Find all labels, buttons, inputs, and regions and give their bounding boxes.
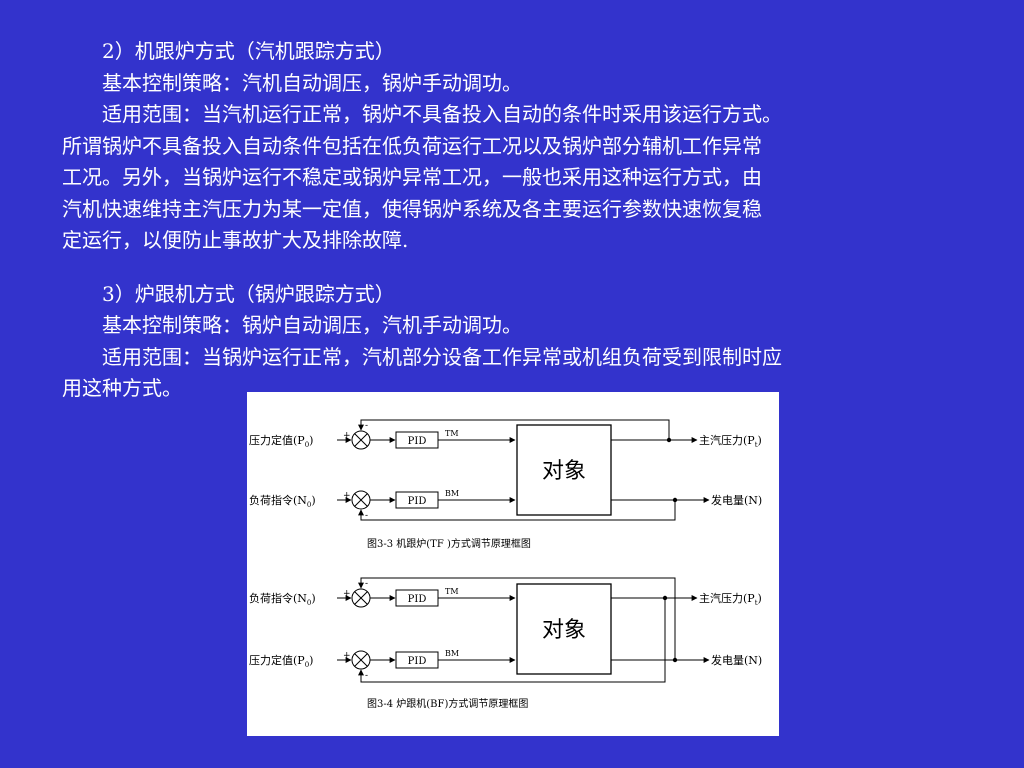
- fig3-3-pid-top-label: PID: [408, 436, 427, 447]
- section-2-strategy: 基本控制策略：汽机自动调压，锅炉手动调功。: [102, 70, 522, 95]
- slide-text: 2）机跟炉方式（汽机跟踪方式） 基本控制策略：汽机自动调压，锅炉手动调功。 适用…: [62, 36, 974, 405]
- figure-3-4: 负荷指令(N0) 压力定值(P0) + + - - PID PID TM BM …: [249, 577, 762, 710]
- section-2-scope-line: 适用范围：当汽机运行正常，锅炉不具备投入自动的条件时采用该运行方式。: [102, 102, 782, 126]
- fig3-4-minus-sign: -: [365, 671, 368, 681]
- section-3-heading: 3）炉跟机方式（锅炉跟踪方式）: [102, 281, 395, 306]
- fig3-4-pid-top-label: PID: [408, 594, 427, 605]
- fig3-4-plant-block: [516, 583, 612, 675]
- fig3-3-minus-sign: -: [365, 511, 368, 521]
- fig3-3-minus-sign: -: [365, 421, 368, 431]
- fig3-3-plus-sign: +: [343, 431, 351, 441]
- section-2-scope-line: 汽机快速维持主汽压力为某一定值，使得锅炉系统及各主要运行参数快速恢复稳: [62, 196, 762, 221]
- fig3-4-pid-bottom-label: PID: [408, 656, 427, 667]
- fig3-4-plus-sign: +: [343, 589, 351, 599]
- fig3-4-caption: 图3-4 炉跟机(BF)方式调节原理框图: [367, 697, 528, 710]
- fig3-3-output-top-label: 主汽压力(Pt): [699, 433, 762, 449]
- fig3-3-output-bottom-label: 发电量(N): [711, 493, 762, 507]
- section-2-scope-line: 定运行，以便防止事故扩大及排除故障.: [62, 228, 409, 252]
- section-2-scope-line: 工况。另外，当锅炉运行不稳定或锅炉异常工况，一般也采用这种运行方式，由: [62, 165, 762, 189]
- fig3-3-caption: 图3-3 机跟炉(TF )方式调节原理框图: [367, 537, 531, 550]
- section-3-strategy: 基本控制策略：锅炉自动调压，汽机手动调功。: [102, 313, 522, 337]
- fig3-3-input-top-label: 压力定值(P0): [249, 433, 313, 449]
- block-diagram-panel: 压力定值(P0) 负荷指令(N0) + + - - PID PID TM BM …: [247, 392, 779, 736]
- fig3-3-plant-label: 对象: [542, 459, 586, 484]
- fig3-4-output-top-label: 主汽压力(Pt): [699, 591, 762, 607]
- section-2-heading: 2）机跟炉方式（汽机跟踪方式）: [102, 39, 395, 63]
- fig3-3-summing-junction-bottom: [351, 490, 371, 510]
- section-2-scope-line: 所谓锅炉不具备投入自动条件包括在低负荷运行工况以及锅炉部分辅机工作异常: [62, 133, 762, 158]
- fig3-3-plant-block: [516, 424, 612, 516]
- section-3-scope-line: 用这种方式。: [62, 376, 182, 400]
- fig3-4-plant-label: 对象: [542, 618, 586, 643]
- fig3-4-input-top-label: 负荷指令(N0): [249, 591, 316, 607]
- fig3-4-summing-junction-bottom: [351, 650, 371, 670]
- fig3-4-input-bottom-label: 压力定值(P0): [249, 653, 313, 669]
- section-3-scope-line: 适用范围：当锅炉运行正常，汽机部分设备工作异常或机组负荷受到限制时应: [102, 344, 782, 369]
- fig3-3-bm-label: BM: [445, 489, 459, 498]
- fig3-4-summing-junction-top: [351, 588, 371, 608]
- fig3-3-plus-sign: +: [343, 491, 351, 501]
- fig3-4-plus-sign: +: [343, 651, 351, 661]
- fig3-3-tm-label: TM: [445, 429, 459, 438]
- fig3-4-bm-label: BM: [445, 649, 459, 658]
- fig3-3-pid-bottom-label: PID: [408, 496, 427, 507]
- fig3-4-minus-sign: -: [365, 579, 368, 589]
- fig3-4-output-bottom-label: 发电量(N): [711, 653, 762, 667]
- fig3-3-input-bottom-label: 负荷指令(N0): [249, 493, 316, 509]
- fig3-4-tm-label: TM: [445, 587, 459, 596]
- figure-3-3: 压力定值(P0) 负荷指令(N0) + + - - PID PID TM BM …: [249, 419, 762, 550]
- fig3-3-summing-junction-top: [351, 430, 371, 450]
